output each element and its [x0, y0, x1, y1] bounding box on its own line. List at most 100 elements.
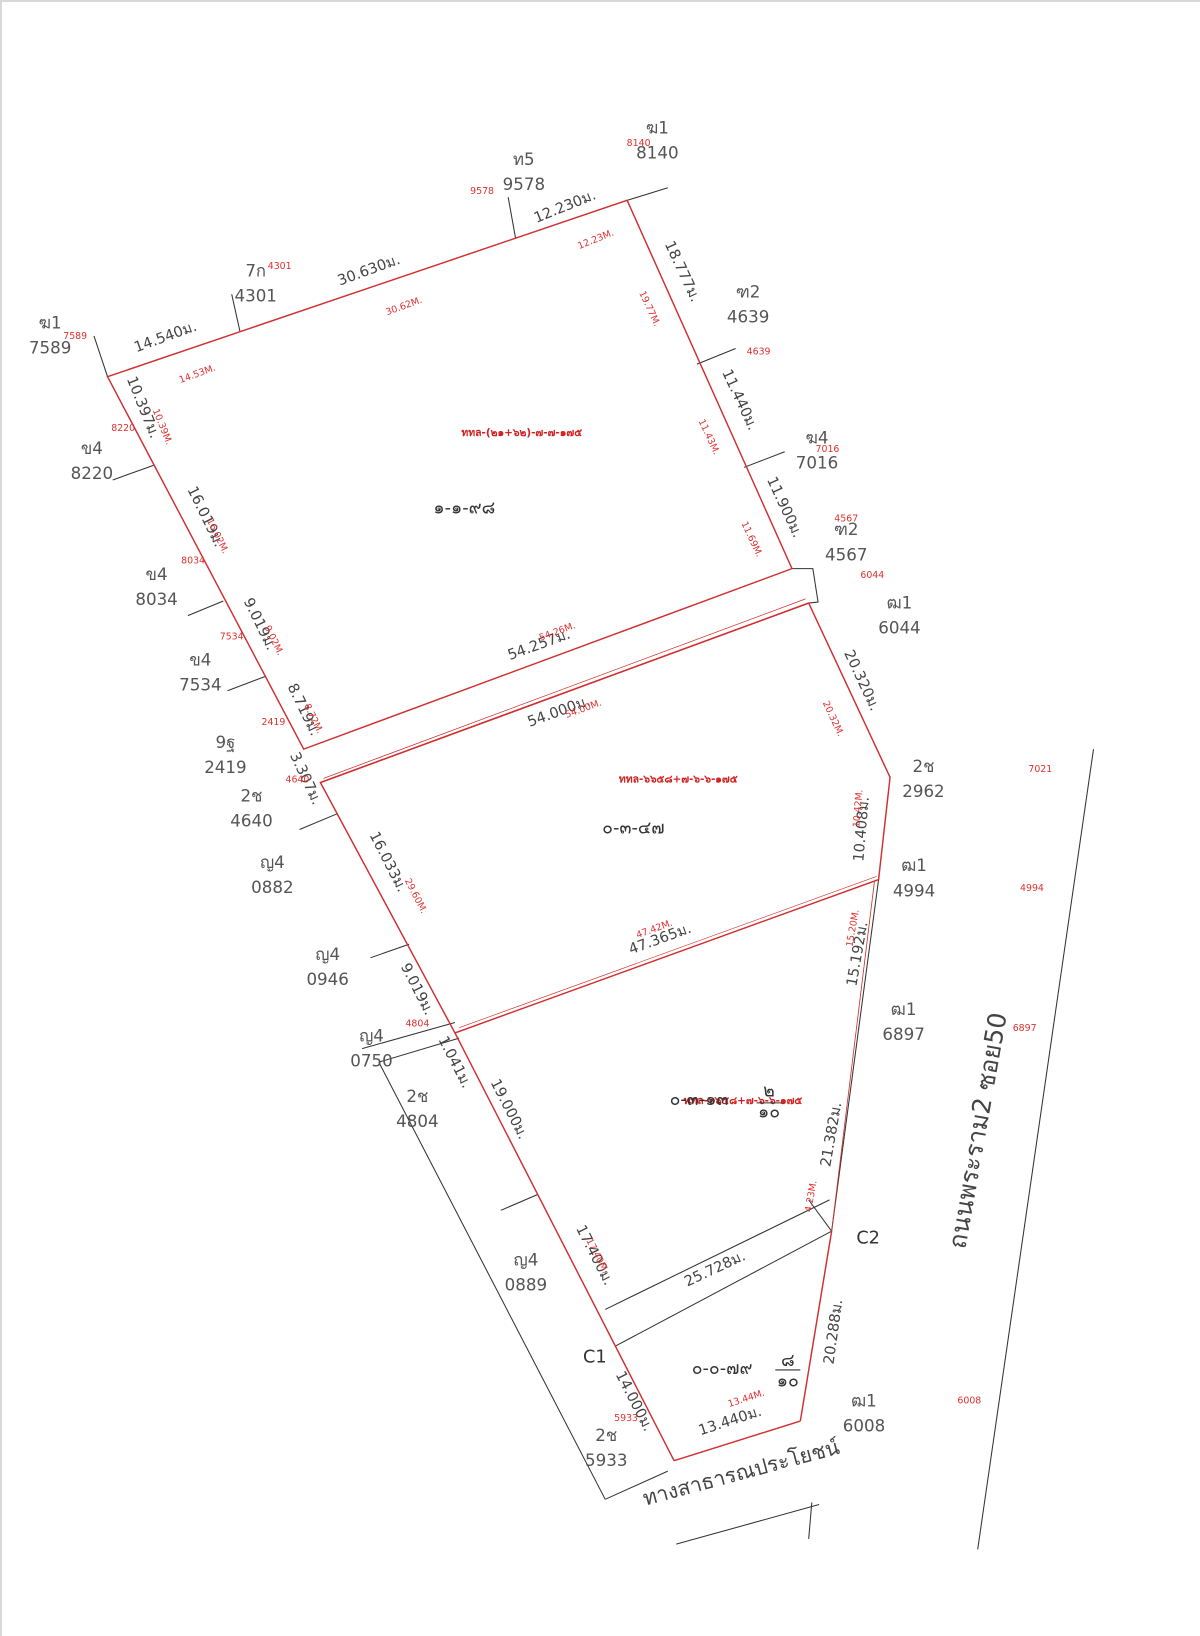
- neighbor-number: 7016: [796, 453, 838, 472]
- parcel-area: ๐-๐-๗๙: [692, 1359, 753, 1379]
- neighbor-number: 4301: [234, 287, 276, 306]
- parcel-boundary: [459, 876, 877, 1029]
- red-dimension-label: 12.23M.: [576, 228, 615, 252]
- red-parcel-number: 5933: [614, 1413, 638, 1424]
- strip-line: [808, 1199, 833, 1232]
- red-parcel-number: 7534: [220, 632, 244, 643]
- red-parcel-number: 4804: [405, 1019, 429, 1030]
- parcel-boundary: [831, 881, 875, 1232]
- parcel-boundary: [454, 879, 879, 1034]
- neighbor-number: 7534: [179, 676, 221, 695]
- red-parcel-number: 7589: [63, 331, 87, 342]
- red-dimension-label: 30.62M.: [384, 295, 423, 318]
- tick-line: [361, 1021, 456, 1050]
- parcel-area: ๐-๓-๔๗: [602, 819, 664, 839]
- red-parcel-number: 9578: [470, 186, 494, 197]
- neighbor-number: 8220: [71, 464, 113, 483]
- dimension-label: 18.777ม.: [661, 238, 704, 304]
- neighbor-number: 8034: [135, 590, 177, 609]
- neighbor-number: 4567: [825, 545, 867, 564]
- dimension-label: 14.000ม.: [612, 1368, 657, 1434]
- neighbor-number: 6044: [878, 618, 920, 637]
- red-parcel-code: ททล-(๒๑+๖๒)-๗-๗-๑๗๕: [461, 427, 582, 439]
- outer-boundary: [378, 1037, 460, 1063]
- area-fraction-denominator: ๑๐: [758, 1102, 780, 1122]
- neighbor-number: 0750: [350, 1051, 392, 1070]
- neighbor-code: ข4: [81, 439, 103, 458]
- parcel-2: [319, 602, 891, 1034]
- dimension-label: 11.440ม.: [718, 367, 761, 433]
- red-parcel-code: ททล-๖๖๕๘+๗-๖-๖-๑๗๕: [684, 1095, 803, 1107]
- neighbor-code: ญ4: [513, 1251, 538, 1270]
- red-dimension-label: 11.69M.: [738, 520, 764, 559]
- neighbor-number: 0889: [505, 1276, 547, 1295]
- red-parcel-number: 7016: [816, 444, 840, 455]
- red-dimension-label: 10.42M.: [851, 789, 865, 828]
- area-fraction-numerator: ๘: [781, 1351, 795, 1371]
- neighbor-number: 2419: [204, 758, 246, 777]
- tick-line: [743, 451, 785, 468]
- neighbor-code: ญ4: [359, 1026, 384, 1045]
- neighbor-code: ฒ1: [887, 593, 913, 612]
- strip-line: [615, 1230, 832, 1347]
- neighbor-code: ฑ2: [736, 282, 760, 301]
- neighbor-code: 2ช: [595, 1426, 617, 1445]
- neighbor-number: 5933: [585, 1451, 627, 1470]
- neighbor-code: 9ฐ: [216, 733, 236, 752]
- parcel-1: [106, 199, 793, 751]
- red-parcel-number: 6008: [957, 1395, 981, 1406]
- dimension-label: 14.540ม.: [132, 318, 199, 356]
- neighbor-code: 2ช: [406, 1087, 428, 1106]
- labels: ฆ18140ท595787ก4301ฆ17589ฑ24639ฆ47016ฑ245…: [29, 119, 1052, 1511]
- neighbor-code: ญ4: [260, 853, 285, 872]
- red-parcel-number: 6044: [860, 570, 884, 581]
- road-edge: [808, 1502, 813, 1540]
- parcel-boundary: [799, 1231, 833, 1422]
- neighbor-code: ฒ1: [851, 1391, 877, 1410]
- neighbor-number: 6897: [882, 1025, 924, 1044]
- neighbor-number: 4804: [396, 1112, 438, 1131]
- tick-line: [696, 348, 736, 365]
- red-parcel-number: 4640: [285, 775, 309, 786]
- neighbor-code: ท5: [513, 150, 535, 169]
- dimension-label: 1.041ม.: [435, 1033, 476, 1091]
- red-dimension-label: 29.60M.: [402, 877, 429, 916]
- dimension-label: 20.320ม.: [840, 647, 883, 713]
- neighbor-lines: [93, 187, 1095, 1550]
- red-dimension-label: 4.23M.: [803, 1180, 819, 1213]
- red-parcel-number: 7021: [1028, 764, 1052, 775]
- tick-line: [500, 1194, 538, 1211]
- neighbor-number: 4639: [727, 307, 769, 326]
- bottom-road-edge: [676, 1504, 820, 1545]
- parcel-boundary: [454, 1032, 675, 1462]
- neighbor-code: 2ช: [912, 757, 934, 776]
- neighbor-number: 0946: [306, 970, 348, 989]
- red-parcel-number: 8220: [111, 423, 135, 434]
- neighbor-code: ฆ1: [39, 314, 62, 333]
- neighbor-code: ฆ1: [646, 119, 669, 138]
- red-parcel-number: 4301: [268, 261, 292, 272]
- neighbor-code: ฒ1: [901, 856, 927, 875]
- outer-boundary: [605, 1470, 669, 1500]
- tick-line: [93, 335, 109, 377]
- neighbor-number: 4640: [230, 811, 272, 830]
- public-way-label: ทางสาธารณประโยชน์: [640, 1435, 842, 1511]
- tick-line: [370, 943, 410, 959]
- red-parcel-number: 4639: [747, 347, 771, 358]
- parcel-area: ๑-๑-๙๘: [433, 498, 495, 518]
- tick-line: [231, 294, 241, 332]
- red-dimension-label: 19.77M.: [636, 289, 662, 328]
- dimension-label: 11.900ม.: [763, 474, 806, 540]
- control-point-label: C1: [583, 1348, 607, 1368]
- red-parcel-number: 8034: [181, 555, 205, 566]
- control-point-label: C2: [856, 1229, 880, 1249]
- dimension-label: 20.288ม.: [820, 1298, 846, 1365]
- neighbor-number: 7589: [29, 339, 71, 358]
- neighbor-code: 7ก: [245, 261, 266, 280]
- road-corner: [791, 568, 819, 604]
- red-dimension-label: 11.43M.: [696, 418, 722, 457]
- neighbor-number: 4994: [893, 881, 935, 900]
- area-fraction-numerator: ๒: [763, 1082, 775, 1102]
